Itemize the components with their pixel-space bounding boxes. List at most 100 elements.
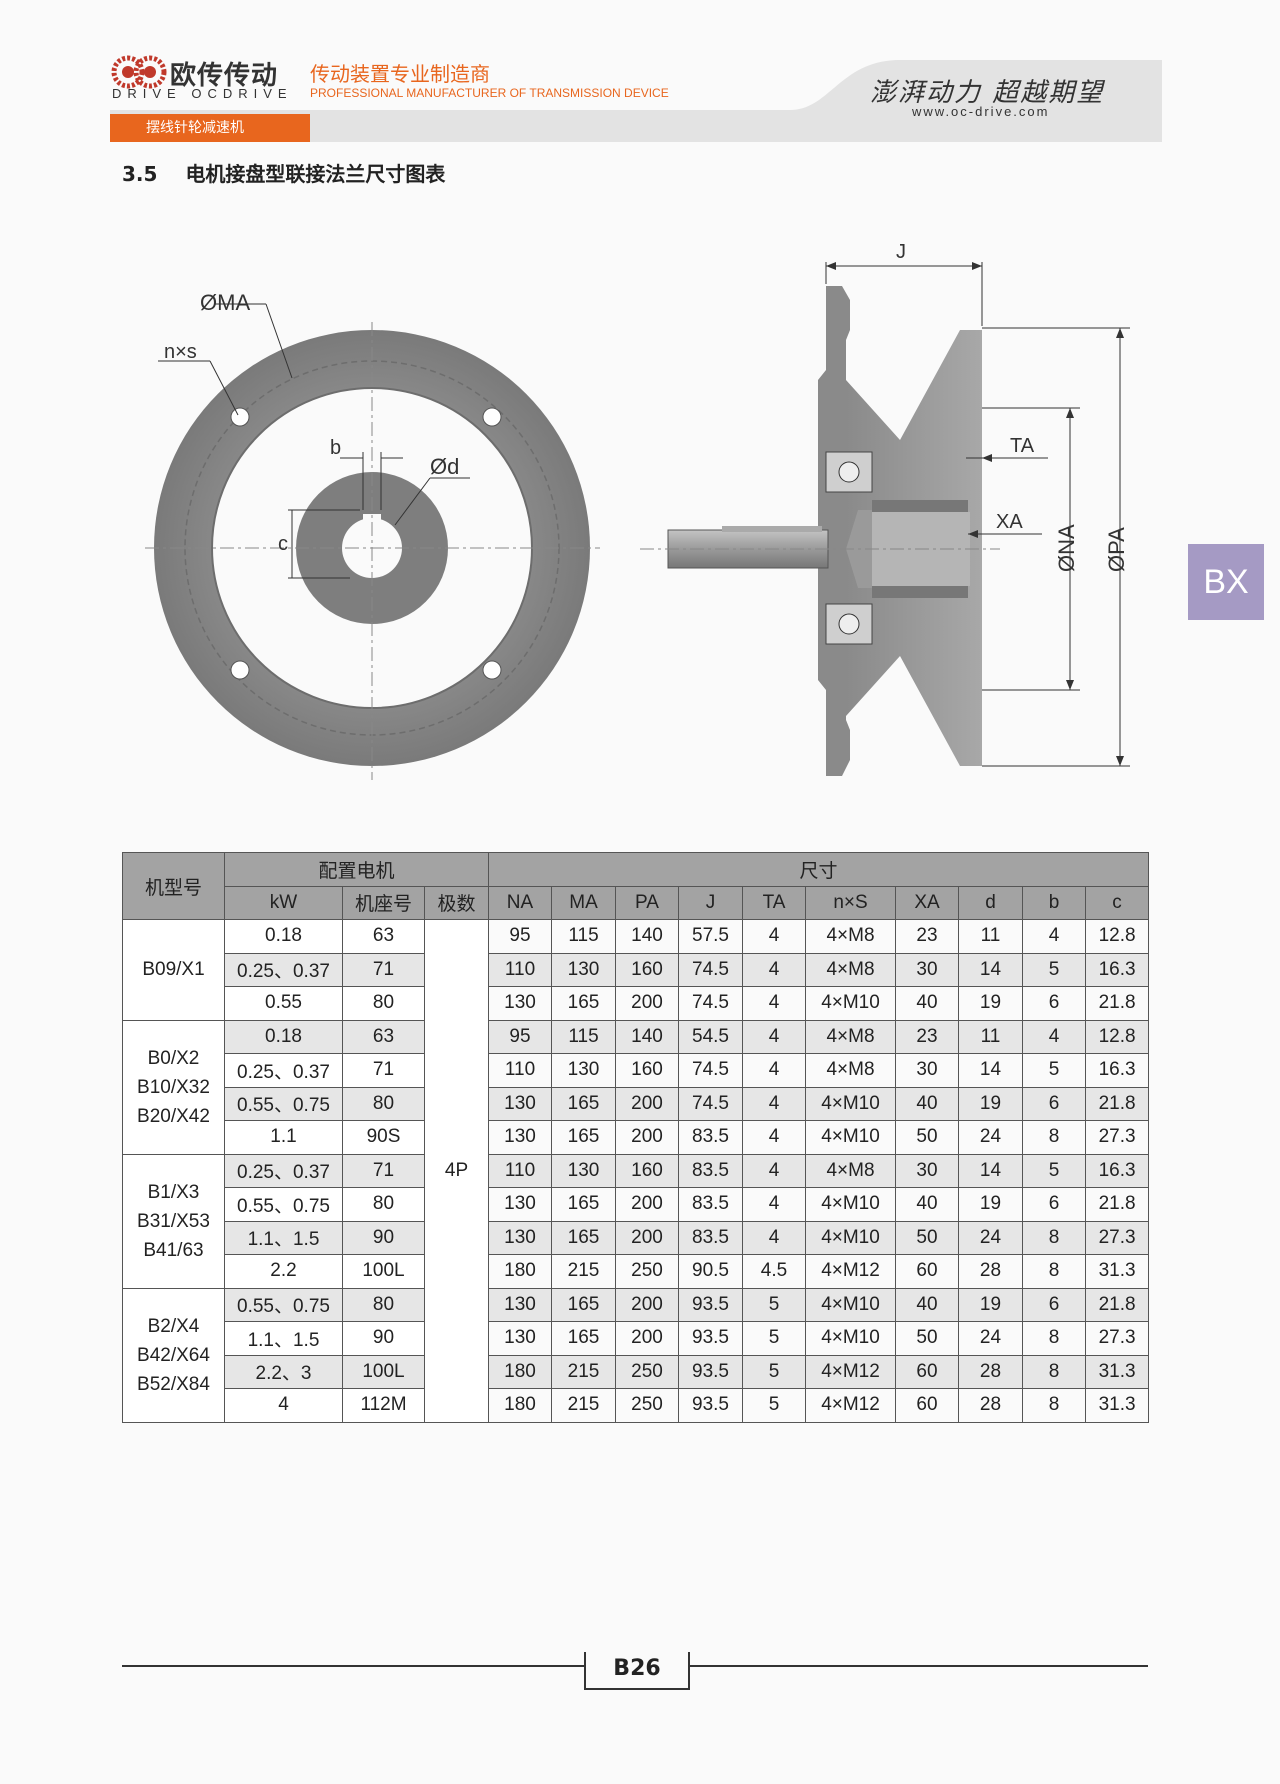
dimension-cell: 4 xyxy=(742,986,806,1021)
dimension-cell: 4 xyxy=(742,1053,806,1088)
label-xa: XA xyxy=(996,511,1023,533)
column-header: NA xyxy=(488,885,552,920)
dimension-cell: 50 xyxy=(895,1321,959,1356)
frame-cell: 80 xyxy=(342,1187,425,1222)
dimension-cell: 14 xyxy=(958,952,1023,987)
dimension-cell: 4×M10 xyxy=(805,1086,896,1121)
dimension-cell: 4 xyxy=(742,1120,806,1155)
dimension-cell: 4×M8 xyxy=(805,952,896,987)
dimension-cell: 95 xyxy=(488,919,552,954)
frame-cell: 63 xyxy=(342,1019,425,1054)
dimension-cell: 115 xyxy=(551,919,616,954)
dimension-cell: 6 xyxy=(1022,1187,1086,1222)
column-header: MA xyxy=(551,885,616,920)
model-name: B20/X42 xyxy=(137,1105,210,1127)
dimension-cell: 130 xyxy=(551,1053,616,1088)
kw-cell: 0.25、0.37 xyxy=(224,1153,343,1188)
dimension-cell: 6 xyxy=(1022,1287,1086,1322)
dimension-cell: 5 xyxy=(742,1321,806,1356)
dimension-cell: 130 xyxy=(488,1220,552,1255)
column-header: c xyxy=(1084,885,1150,920)
frame-cell: 100L xyxy=(342,1354,425,1389)
dimension-cell: 8 xyxy=(1022,1254,1086,1289)
kw-cell: 4 xyxy=(224,1388,343,1423)
dimension-cell: 12.8 xyxy=(1084,1019,1150,1054)
dimension-cell: 19 xyxy=(958,1086,1023,1121)
dimension-cell: 21.8 xyxy=(1084,1086,1150,1121)
bolt-hole xyxy=(482,660,502,680)
dimension-cell: 23 xyxy=(895,1019,959,1054)
dimension-cell: 180 xyxy=(488,1388,552,1423)
dimension-cell: 24 xyxy=(958,1220,1023,1255)
model-name: B41/63 xyxy=(143,1239,204,1261)
model-name: B52/X84 xyxy=(137,1373,210,1395)
dimension-cell: 165 xyxy=(551,1220,616,1255)
dimension-cell: 74.5 xyxy=(678,1053,743,1088)
model-name: B0/X2 xyxy=(147,1047,200,1069)
dimension-cell: 4 xyxy=(1022,919,1086,954)
dimension-cell: 40 xyxy=(895,1187,959,1222)
dimension-cell: 83.5 xyxy=(678,1120,743,1155)
dimension-cell: 57.5 xyxy=(678,919,743,954)
tagline: 传动装置专业制造商 xyxy=(310,62,490,86)
label-d: Ød xyxy=(430,454,459,479)
side-tab: BX xyxy=(1188,544,1264,620)
dimension-cell: 165 xyxy=(551,1120,616,1155)
kw-cell: 2.2、3 xyxy=(224,1354,343,1389)
dimension-cell: 180 xyxy=(488,1354,552,1389)
brand-name: 欧传传动 xyxy=(170,61,279,91)
dimension-cell: 30 xyxy=(895,1153,959,1188)
dimension-cell: 83.5 xyxy=(678,1153,743,1188)
column-header: d xyxy=(958,885,1023,920)
bolt-hole xyxy=(230,407,250,427)
dimension-cell: 40 xyxy=(895,1287,959,1322)
frame-cell: 71 xyxy=(342,1153,425,1188)
dimension-cell: 110 xyxy=(488,952,552,987)
dimension-cell: 93.5 xyxy=(678,1287,743,1322)
dimension-cell: 24 xyxy=(958,1120,1023,1155)
label-pa: ØPA xyxy=(1104,527,1129,572)
dimension-cell: 215 xyxy=(551,1254,616,1289)
dimension-cell: 130 xyxy=(551,952,616,987)
dimension-cell: 130 xyxy=(488,1321,552,1356)
dimension-cell: 28 xyxy=(958,1254,1023,1289)
dimension-cell: 4 xyxy=(742,952,806,987)
model-name: B1/X3 xyxy=(147,1181,200,1203)
dimension-cell: 8 xyxy=(1022,1354,1086,1389)
dimension-cell: 4 xyxy=(742,919,806,954)
dimension-cell: 250 xyxy=(615,1388,679,1423)
dimension-cell: 5 xyxy=(742,1354,806,1389)
dimension-cell: 8 xyxy=(1022,1120,1086,1155)
dimension-cell: 250 xyxy=(615,1254,679,1289)
logo-icon xyxy=(111,55,167,89)
frame-cell: 63 xyxy=(342,919,425,954)
dimension-cell: 4×M10 xyxy=(805,1220,896,1255)
column-header: XA xyxy=(895,885,959,920)
dimension-cell: 4×M12 xyxy=(805,1254,896,1289)
dimension-cell: 200 xyxy=(615,1220,679,1255)
frame-cell: 80 xyxy=(342,1287,425,1322)
dimension-cell: 27.3 xyxy=(1084,1321,1150,1356)
dimension-cell: 160 xyxy=(615,1153,679,1188)
dimension-cell: 14 xyxy=(958,1153,1023,1188)
dimension-cell: 60 xyxy=(895,1354,959,1389)
dimension-cell: 130 xyxy=(488,986,552,1021)
frame-cell: 100L xyxy=(342,1254,425,1289)
dimension-cell: 4×M12 xyxy=(805,1354,896,1389)
dimension-cell: 5 xyxy=(742,1388,806,1423)
frame-cell: 80 xyxy=(342,1086,425,1121)
kw-cell: 0.55 xyxy=(224,986,343,1021)
dimension-cell: 93.5 xyxy=(678,1388,743,1423)
kw-cell: 1.1 xyxy=(224,1120,343,1155)
dimension-cell: 5 xyxy=(742,1287,806,1322)
dimension-cell: 60 xyxy=(895,1254,959,1289)
page-number: B26 xyxy=(584,1652,690,1690)
dimension-cell: 16.3 xyxy=(1084,1053,1150,1088)
frame-cell: 90 xyxy=(342,1220,425,1255)
